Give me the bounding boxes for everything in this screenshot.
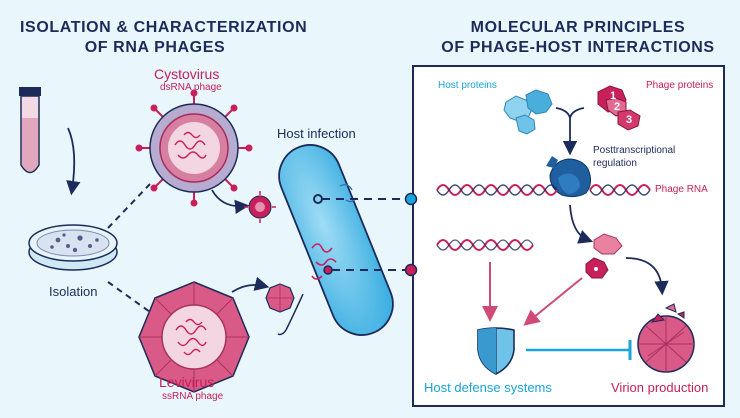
levivirus-particle-icon xyxy=(138,281,250,393)
left-heading: ISOLATION & CHARACTERIZATION OF RNA PHAG… xyxy=(20,18,308,58)
translated-phage-proteins-icon xyxy=(585,233,623,279)
right-heading-line1: MOLECULAR PRINCIPLES xyxy=(470,19,686,36)
host-defense-systems-label: Host defense systems xyxy=(424,380,552,395)
right-heading-line2: OF PHAGE-HOST INTERACTIONS xyxy=(441,39,715,56)
petri-dish-icon xyxy=(28,224,118,271)
host-proteins-label: Host proteins xyxy=(438,80,497,91)
attaching-cystovirus-icon xyxy=(244,191,276,223)
cystovirus-to-cell-arrow xyxy=(211,189,250,214)
test-tube-icon xyxy=(19,87,41,174)
ptr-line1: Posttranscriptional xyxy=(593,145,676,156)
phage-proteins-icon xyxy=(597,85,641,131)
levivirus-to-cell-arrow xyxy=(231,276,270,293)
pilus-line xyxy=(277,293,304,336)
cystovirus-type: dsRNA phage xyxy=(160,82,222,93)
posttranscriptional-regulation-label: Posttranscriptional regulation xyxy=(593,144,675,170)
protein-to-virion-arrow xyxy=(625,257,669,296)
cystovirus-name: Cystovirus xyxy=(154,66,220,82)
attaching-levivirus-icon xyxy=(265,283,295,313)
virion-production-label: Virion production xyxy=(611,380,709,395)
dish-to-cystovirus-dashed xyxy=(107,183,151,229)
tube-to-dish-arrow xyxy=(66,127,81,196)
virion-production-icon xyxy=(637,303,695,373)
right-heading: MOLECULAR PRINCIPLES OF PHAGE-HOST INTER… xyxy=(430,18,726,58)
isolation-label: Isolation xyxy=(49,284,98,299)
phage-rna-label: Phage RNA xyxy=(655,184,708,195)
phage-proteins-label: Phage proteins xyxy=(646,80,714,91)
protein-mark-1: 1 xyxy=(610,90,617,102)
left-heading-line1: ISOLATION & CHARACTERIZATION xyxy=(20,19,308,36)
levivirus-name: Levivirus xyxy=(159,374,215,390)
ribosome-complex-icon xyxy=(546,156,592,198)
host-infection-label: Host infection xyxy=(277,126,356,141)
protein-mark-2: 2 xyxy=(614,101,621,113)
ptr-line2: regulation xyxy=(593,158,637,169)
host-defense-shield-icon xyxy=(477,327,515,375)
rna-to-translated-proteins-arrow xyxy=(569,204,594,244)
bacterium-cell-icon xyxy=(277,144,394,336)
levivirus-type: ssRNA phage xyxy=(162,391,224,402)
protein-to-defense-arrow xyxy=(523,277,583,326)
left-heading-line2: OF RNA PHAGES xyxy=(84,39,226,56)
cystovirus-particle-icon xyxy=(135,89,253,207)
host-proteins-icon xyxy=(503,89,553,135)
dish-to-levivirus-dashed xyxy=(107,281,151,313)
protein-mark-3: 3 xyxy=(626,114,633,126)
